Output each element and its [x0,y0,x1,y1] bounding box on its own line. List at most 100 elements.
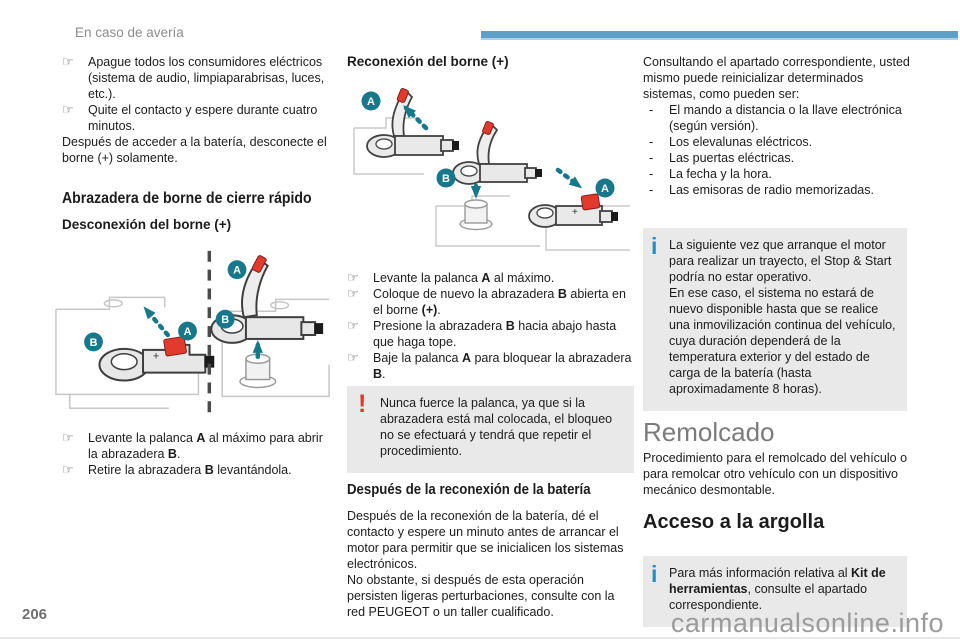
clamp-open [366,88,459,158]
subsection-title-reconnect: Reconexión del borne (+) [347,54,509,69]
info-kit-text: Para más información relativa al Kit de … [669,566,886,612]
step-item: ☞Presione la abrazadera B hacia abajo ha… [347,318,617,349]
list-item: -La fecha y la hora. [643,166,918,182]
red-lever [580,193,601,211]
list-item: -El mando a distancia o la llave electró… [643,102,918,134]
page-number: 206 [22,606,48,623]
list-item: -Los elevalunas eléctricos. [643,134,918,150]
cable-end [452,141,459,150]
paragraph: Después de acceder a la batería, descone… [62,135,327,165]
paragraph: La siguiente vez que arranque el motor p… [669,238,892,284]
section-title-argolla: Acceso a la argolla [643,511,825,533]
step-item: ☞Retire la abrazadera B levantándola. [62,462,292,477]
clamp-open [452,121,542,185]
steps-list-disconnect: ☞Levante la palanca A al máximo para abr… [62,430,335,478]
warning-text: Nunca fuerce la palanca, ya que si la ab… [380,396,613,458]
lever-raised [476,122,499,165]
label-a-badge: A [595,178,615,198]
red-lever [396,88,409,103]
steps-list-disconnect-prep: ☞Apague todos los consumidores eléctrico… [62,54,335,134]
lever-raised [391,89,414,137]
svg-text:B: B [221,314,229,326]
svg-text:A: A [367,96,375,108]
section-title-clamp: Abrazadera de borne de cierre rápido [62,190,312,207]
dash-marker: - [649,150,654,165]
chapter-title-remolcado: Remolcado [643,417,775,447]
pointing-hand-icon: ☞ [347,286,359,301]
label-a-badge: A [361,91,381,111]
dash-marker: - [649,102,654,117]
step-item: ☞Levante la palanca A al máximo. [347,270,555,285]
step-item: ☞Quite el contacto y espere durante cuat… [62,102,318,133]
step-item: ☞Levante la palanca A al máximo para abr… [62,430,323,461]
warning-box: ! Nunca fuerce la palanca, ya que si la … [347,386,634,473]
red-lever [251,255,267,273]
steps-list-reconnect: ☞Levante la palanca A al máximo.☞Coloque… [347,270,634,382]
red-lever [482,121,494,135]
info-box-stop-start: i La siguiente vez que arranque el motor… [643,228,907,411]
pointing-hand-icon: ☞ [347,270,359,285]
cable-end [611,212,618,221]
bottom-rule [0,637,960,639]
direction-arrow-icon [555,167,583,189]
label-a-badge: A [227,260,247,280]
battery-outline [55,296,200,409]
info-box-kit: i Para más información relativa al Kit d… [643,556,907,627]
left-column: ☞Apague todos los consumidores eléctrico… [55,52,335,478]
label-a-badge: A [178,321,197,341]
cable-end [535,169,542,177]
resettable-systems-list: -El mando a distancia o la llave electró… [643,102,918,198]
header-blue-bar [481,31,958,40]
dash-marker: - [649,166,654,181]
warning-icon: ! [358,390,367,418]
battery-post [459,199,493,231]
pointing-hand-icon: ☞ [62,102,74,117]
step-item: ☞Baje la palanca A para bloquear la abra… [347,350,632,381]
pointing-hand-icon: ☞ [62,430,74,445]
dash-marker: - [649,182,654,197]
svg-text:B: B [90,337,98,349]
pointing-hand-icon: ☞ [62,462,74,477]
dash-marker: - [649,134,654,149]
paragraph: Procedimiento para el remolcado del vehí… [643,451,908,497]
direction-arrow-icon [403,105,429,131]
list-item: -Las emisoras de radio memorizadas. [643,182,918,198]
info-icon: i [651,561,658,587]
label-b-badge: B [84,332,103,352]
clamp-closed: + [528,193,618,228]
step-item: ☞Coloque de nuevo la abrazadera B abiert… [347,286,626,317]
plus-terminal-mark: + [572,207,578,218]
svg-text:A: A [601,183,609,195]
paragraph: No obstante, si después de esta operació… [347,573,615,619]
cable-end [314,323,324,335]
pointing-hand-icon: ☞ [347,350,359,365]
label-b-badge: B [215,309,235,329]
paragraph: Después de la reconexión de la batería, … [347,509,624,571]
figure-terminal-disconnect: + B A [48,247,335,426]
section-title-after-reconnect: Después de la reconexión de la batería [347,481,591,498]
list-item: -Las puertas eléctricas. [643,150,918,166]
paragraph: Consultando el apartado correspondiente,… [643,55,910,101]
info-icon: i [651,233,658,259]
right-column: Consultando el apartado correspondiente,… [643,52,918,627]
cable-end [204,355,215,368]
step-item: ☞Apague todos los consumidores eléctrico… [62,54,325,101]
pointing-hand-icon: ☞ [347,318,359,333]
paragraph: En ese caso, el sistema no estará de nue… [669,286,896,396]
label-b-badge: B [436,168,456,188]
battery-post [239,353,277,389]
direction-arrow-icon [143,306,170,338]
svg-text:B: B [442,173,450,185]
plus-terminal-mark: + [153,351,159,363]
svg-text:A: A [184,326,192,338]
middle-column: Reconexión del borne (+) [347,52,634,620]
after-reconnect-paragraphs: Después de la reconexión de la batería, … [347,508,634,620]
watermark: carmanualsonline.info [670,608,944,638]
svg-text:A: A [233,265,241,277]
clamp-closed: + [98,336,215,382]
red-lever [163,336,187,357]
info-stop-start-text: La siguiente vez que arranque el motor p… [669,237,897,397]
running-header: En caso de avería [75,25,184,40]
pointing-hand-icon: ☞ [62,54,74,69]
